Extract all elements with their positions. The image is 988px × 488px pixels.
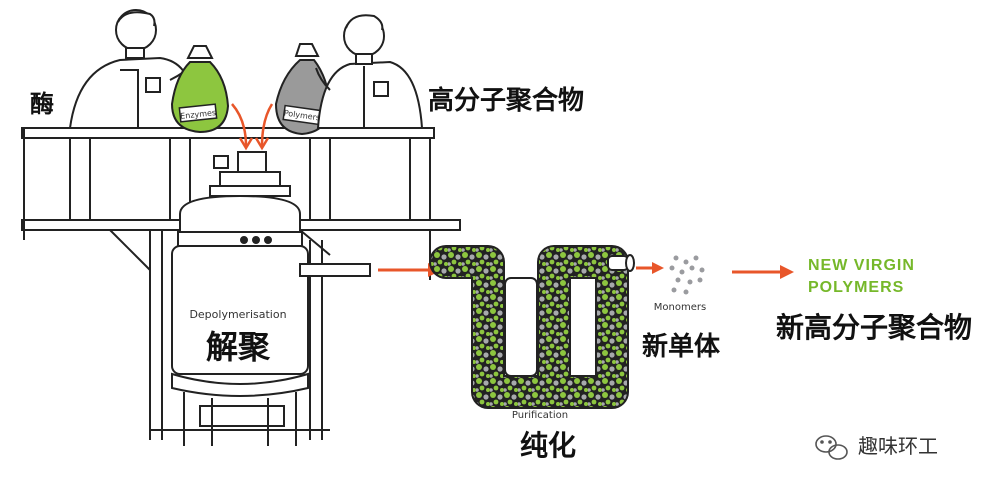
purification-text: Purification bbox=[512, 410, 568, 421]
pour-arrows bbox=[231, 103, 274, 151]
new-polymer-label: 新高分子聚合物 bbox=[776, 311, 973, 344]
arrow-to-new-polymers bbox=[732, 265, 794, 279]
watermark-text: 趣味环工 bbox=[858, 434, 938, 458]
wechat-icon bbox=[815, 435, 848, 460]
arrow-to-monomers bbox=[636, 262, 664, 274]
enzymes-bag: Enzymes bbox=[170, 45, 230, 134]
purification-label: 纯化 bbox=[520, 429, 577, 462]
polymer-label: 高分子聚合物 bbox=[428, 86, 585, 116]
enzyme-label: 酶 bbox=[30, 90, 54, 118]
monomers-text: Monomers bbox=[654, 302, 706, 313]
polymers-bag: Polymers bbox=[274, 43, 332, 136]
reactor-tank bbox=[150, 194, 371, 446]
new-virgin-line1: NEW VIRGIN bbox=[808, 257, 915, 274]
depolymerisation-label: 解聚 bbox=[206, 328, 271, 366]
depolymerisation-text: Depolymerisation bbox=[189, 308, 286, 321]
scientist-right bbox=[315, 14, 424, 129]
purification-coil bbox=[429, 232, 635, 409]
scientist-left bbox=[68, 9, 197, 129]
monomer-label: 新单体 bbox=[642, 332, 721, 362]
monomer-dots bbox=[669, 255, 705, 295]
new-virgin-line2: POLYMERS bbox=[808, 279, 904, 296]
feeder bbox=[209, 151, 291, 212]
enzymes-tag-text: Enzymes bbox=[180, 108, 217, 121]
